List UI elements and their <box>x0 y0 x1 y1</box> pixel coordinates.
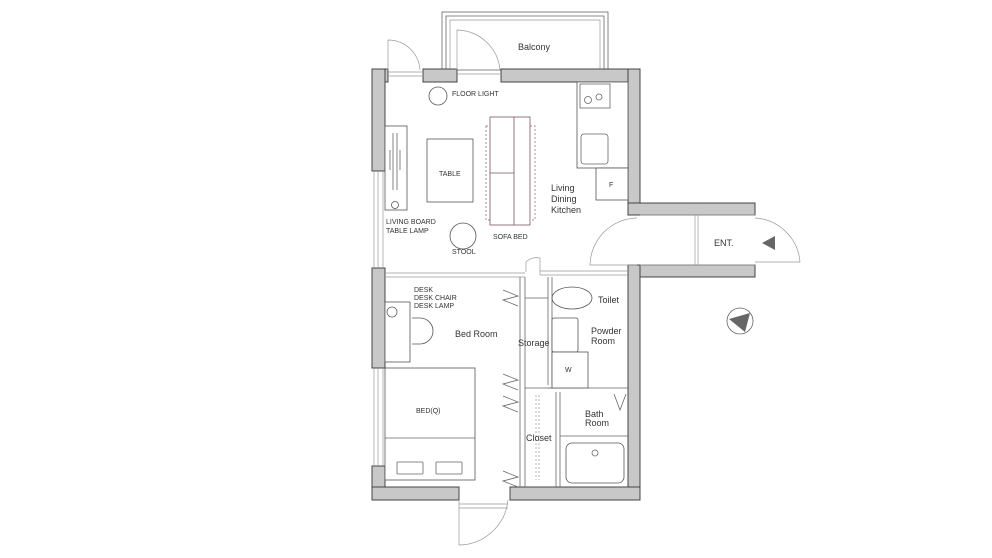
wet-areas: Toilet Powder Room W Bath Room <box>551 286 628 484</box>
windows <box>373 171 384 466</box>
bathtub <box>565 442 625 484</box>
entrance-door[interactable] <box>754 217 801 263</box>
entrance-arrow-icon <box>762 236 775 250</box>
desk-chair-label: DESK CHAIR <box>414 295 457 302</box>
entrance-label: ENT. <box>714 238 734 248</box>
walls <box>371 68 756 501</box>
bed-room-label: Bed Room <box>455 329 498 339</box>
table-lamp-label: TABLE LAMP <box>386 228 429 235</box>
bath-room-label-2: Room <box>585 418 609 428</box>
floor-light-label: FLOOR LIGHT <box>452 91 499 98</box>
compass-icon <box>726 307 754 335</box>
storage-door[interactable] <box>525 257 541 275</box>
living-top-door[interactable] <box>387 39 421 71</box>
bath-room-label-1: Bath <box>585 409 604 419</box>
washer <box>551 351 589 389</box>
stove <box>579 83 611 109</box>
desk-lamp <box>386 306 398 318</box>
closet-label: Closet <box>526 433 552 443</box>
desk-chair <box>412 317 434 345</box>
living-board-label: LIVING BOARD <box>386 219 436 226</box>
desk-label: DESK <box>414 287 433 294</box>
table-lamp <box>391 201 399 209</box>
kitchen-sink <box>580 133 609 165</box>
ldk: FLOOR LIGHT LIVING BOARD TABLE LAMP TABL… <box>384 81 629 256</box>
toilet-label: Toilet <box>598 295 620 305</box>
bedroom: DESK DESK CHAIR DESK LAMP Bed Room BED(Q… <box>384 287 552 481</box>
ldk-label-living: Living <box>551 183 575 193</box>
stool <box>449 222 477 250</box>
bedroom-bottom-door[interactable] <box>458 499 509 546</box>
balcony-door[interactable] <box>456 29 501 71</box>
table-label: TABLE <box>439 171 461 178</box>
stool-label: STOOL <box>452 249 476 256</box>
bed <box>384 367 476 481</box>
storage-label: Storage <box>518 338 550 348</box>
desk-lamp-label: DESK LAMP <box>414 303 454 310</box>
balcony-label: Balcony <box>518 42 551 52</box>
kitchen-counter <box>576 81 629 169</box>
pillow <box>435 461 463 475</box>
desk <box>384 301 411 363</box>
toilet-fixture <box>551 286 593 310</box>
ldk-label-dining: Dining <box>551 194 577 204</box>
washer-label: W <box>565 367 572 374</box>
entrance-inner-door[interactable] <box>589 217 638 266</box>
entrance: ENT. <box>640 214 775 266</box>
powder-room-label-1: Powder <box>591 326 622 336</box>
wash-basin <box>551 317 579 353</box>
burner-icon <box>584 96 592 104</box>
bed-label: BED(Q) <box>416 408 441 415</box>
sofa-bed-label: SOFA BED <box>493 234 528 241</box>
floor-light <box>428 86 448 106</box>
ldk-label-kitchen: Kitchen <box>551 205 581 215</box>
fridge-label: F <box>609 182 613 189</box>
sofa-bed <box>485 116 536 226</box>
living-board <box>384 125 408 211</box>
balcony: Balcony <box>441 11 609 71</box>
powder-room-label-2: Room <box>591 336 615 346</box>
fridge <box>595 167 629 201</box>
table <box>426 138 474 203</box>
pillow <box>396 461 424 475</box>
doors[interactable] <box>387 29 801 546</box>
burner-icon <box>595 93 603 101</box>
